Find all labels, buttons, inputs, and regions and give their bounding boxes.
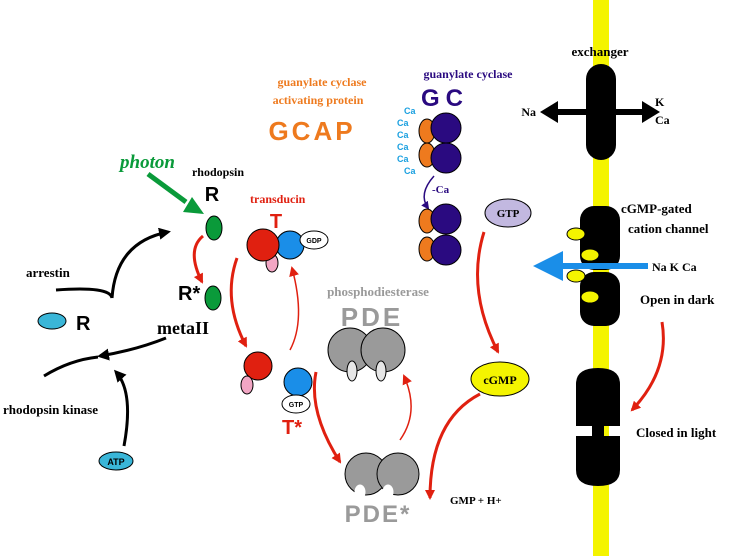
cgmp-hydrolysis-arrow	[425, 392, 481, 500]
pde-star-label: PDE*	[345, 501, 412, 528]
ca-out-label: Ca	[655, 113, 670, 127]
exchanger-label: exchanger	[571, 44, 628, 59]
photon-arrow	[146, 171, 188, 205]
cgmp-label: cGMP	[483, 373, 516, 387]
phosphorylated-r: R	[76, 313, 91, 335]
rhodopsin-molecule	[205, 215, 223, 241]
arrestin-arrow	[55, 287, 114, 299]
cgmp-site	[566, 269, 586, 283]
rhodopsin-r: R	[205, 184, 220, 206]
metarhodopsin-ii	[204, 285, 222, 311]
transducin-recovery-arrow	[289, 266, 300, 351]
transducin-t: T	[270, 211, 282, 233]
na-label: Na	[521, 105, 536, 119]
pde-inactive	[327, 327, 406, 382]
atp-label: ATP	[107, 457, 124, 467]
pde-recovery-arrow	[399, 374, 412, 441]
gc-name: guanylate cyclase	[424, 67, 514, 81]
kinase-arrow-tail	[43, 355, 99, 378]
gcap-name-line2: activating protein	[273, 93, 364, 107]
ca-ion: Ca	[404, 166, 416, 176]
open-in-dark-label: Open in dark	[640, 292, 715, 307]
transducin-label: transducin	[250, 192, 306, 206]
gtp-to-cgmp-arrow	[476, 231, 500, 354]
pde-activation-arrow	[312, 371, 342, 464]
k-label: K	[655, 95, 665, 109]
cgmp-site	[580, 248, 600, 262]
exchanger-arrow-right-head	[642, 101, 660, 123]
gc-complex-active	[418, 203, 462, 266]
ca-ion: Ca	[404, 106, 416, 116]
photon-arrow-head	[183, 197, 204, 214]
activation-arrow	[192, 234, 205, 284]
minus-ca-label: -Ca	[432, 184, 450, 196]
ca-release-arrow	[421, 175, 435, 210]
ca-ion: Ca	[397, 118, 409, 128]
metaii-label: metaII	[157, 318, 209, 338]
transducin-inactive	[246, 228, 329, 273]
phosphorylated-rhodopsin	[37, 312, 67, 330]
rhodopsin-label: rhodopsin	[192, 165, 244, 179]
gcap-name-line1: guanylate cyclase	[278, 75, 368, 89]
transducin-active-subunits	[240, 351, 313, 414]
ca-ion: Ca	[397, 130, 409, 140]
gmp-label: GMP + H+	[450, 495, 502, 507]
channel-open-bottom	[580, 272, 620, 326]
t-star: T*	[282, 417, 302, 439]
cgmp-site	[580, 290, 600, 304]
pde-active	[344, 452, 420, 500]
pde-label: PDE	[341, 302, 403, 332]
gc-complex-ca-bound	[418, 112, 462, 174]
channel-label-line1: cGMP-gated	[621, 201, 693, 216]
cgmp-molecule	[470, 361, 530, 397]
cgmp-site	[566, 227, 586, 241]
arrestin-label: arrestin	[26, 265, 71, 280]
gtp-on-transducin-label: GTP	[289, 402, 304, 409]
phosphorylation-arrow	[97, 336, 167, 361]
atp-molecule	[98, 451, 134, 471]
ca-ion: Ca	[397, 142, 409, 152]
photon-label: photon	[118, 152, 175, 173]
channel-label-line2: cation channel	[628, 221, 709, 236]
rhodopsin-kinase-label: rhodopsin kinase	[3, 402, 98, 417]
channel-closed	[576, 368, 620, 486]
gdp-label: GDP	[306, 238, 322, 245]
exchanger-arrow-left-head	[540, 101, 558, 123]
phosphodiesterase-label: phosphodiesterase	[327, 284, 429, 299]
gc-label: GC	[421, 85, 469, 112]
atp-arrow	[113, 369, 130, 447]
cation-influx-arrow-head	[533, 251, 563, 281]
closed-in-light-label: Closed in light	[636, 425, 717, 440]
gtp-substrate	[484, 198, 532, 228]
r-star: R*	[178, 283, 200, 305]
rhodopsin-recovery-arrow	[110, 227, 171, 299]
gtp-label: GTP	[497, 208, 520, 220]
gcap-label: GCAP	[268, 116, 355, 146]
na-k-ca-label: Na K Ca	[652, 260, 697, 274]
dark-to-light-arrow	[630, 321, 665, 412]
transducin-activation-arrow	[229, 257, 248, 348]
ca-ion: Ca	[397, 154, 409, 164]
